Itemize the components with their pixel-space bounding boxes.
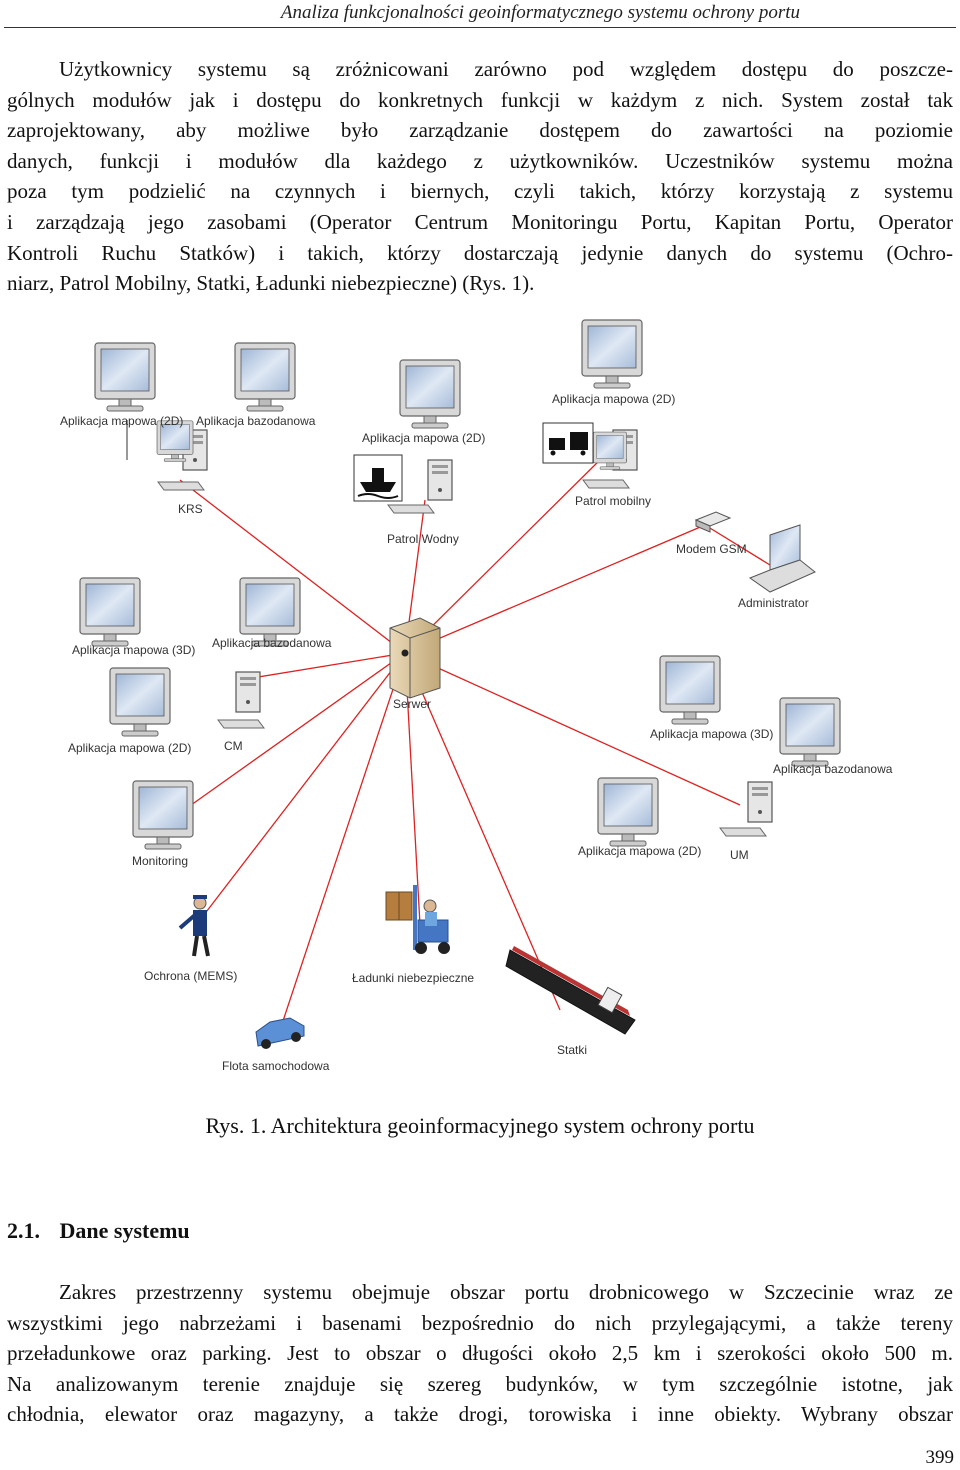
- statki-label: Statki: [557, 1043, 587, 1057]
- paragraph-line: danych, funkcji i modułów dla każdego z …: [7, 148, 953, 173]
- um-label: UM: [730, 848, 749, 862]
- patrol-wodny-label: Patrol Wodny: [387, 532, 459, 546]
- guard-figure: Ochrona (MEMS): [144, 895, 237, 983]
- krs-app-db-label: Aplikacja bazodanowa: [196, 414, 316, 428]
- cm-app-3d-label: Aplikacja mapowa (3D): [72, 643, 195, 657]
- patrol-mobilny-app-label: Aplikacja mapowa (2D): [552, 392, 675, 406]
- paragraph-line: i zarządzają jego zasobami (Operator Cen…: [7, 209, 953, 234]
- administrator-laptop: Administrator: [738, 524, 816, 610]
- header-rule: [4, 27, 956, 28]
- paragraph-line: Na analizowanym terenie znajduje się sze…: [7, 1371, 953, 1396]
- ship-vessel: Statki: [505, 946, 636, 1057]
- monitoring-workstation: Monitoring: [132, 780, 194, 868]
- administrator-label: Administrator: [738, 596, 809, 610]
- paragraph-line: niarz, Patrol Mobilny, Statki, Ładunki n…: [7, 271, 535, 296]
- paragraph-users: Użytkownicy systemu są zróżnicowani zaró…: [7, 54, 953, 299]
- ochrona-label: Ochrona (MEMS): [144, 969, 237, 983]
- paragraph-line: Zakres przestrzenny systemu obejmuje obs…: [59, 1280, 953, 1304]
- paragraph-line: chłodnia, elewator oraz magazyny, a takż…: [7, 1402, 953, 1427]
- figure-caption: Rys. 1. Architektura geoinformacyjnego s…: [205, 1113, 755, 1138]
- um-workstation: Aplikacja mapowa (3D) Aplikacja bazodano…: [578, 655, 893, 862]
- krs-label: KRS: [178, 502, 203, 516]
- paragraph-line: przeładunkowe oraz parking. Jest to obsz…: [7, 1341, 953, 1366]
- connection-lines: [169, 449, 771, 1031]
- paragraph-system-data: Zakres przestrzenny systemu obejmuje obs…: [7, 1277, 953, 1430]
- server-label: Serwer: [393, 697, 431, 711]
- section-title: Dane systemu: [59, 1218, 190, 1243]
- section-heading: 2.1. Dane systemu: [7, 1218, 190, 1244]
- paragraph-line: zaprojektowany, aby możliwe było zarządz…: [7, 118, 953, 143]
- flota-label: Flota samochodowa: [222, 1059, 330, 1073]
- architecture-diagram: Aplikacja mapowa (2D) Aplikacja bazodano…: [60, 319, 893, 1073]
- patrol-wodny-workstation: Aplikacja mapowa (2D) Patrol Wodny: [353, 359, 485, 546]
- modem-label: Modem GSM: [676, 542, 747, 556]
- cm-app-2d-label: Aplikacja mapowa (2D): [68, 741, 191, 755]
- paragraph-line: gólnych modułów jak i dostępu do konkret…: [7, 87, 953, 112]
- modem-gsm: Modem GSM: [676, 511, 747, 556]
- dangerous-cargo-forklift: Ładunki niebezpieczne: [352, 885, 474, 985]
- ship-hull: [360, 482, 396, 492]
- cm-label: CM: [224, 739, 243, 753]
- architecture-figure: Aplikacja mapowa (2D) Aplikacja bazodano…: [0, 310, 960, 1100]
- paragraph-line: poza tym podzielić na czynnych i biernyc…: [7, 179, 953, 204]
- server: Serwer: [389, 617, 441, 711]
- cm-workstation: Aplikacja mapowa (3D) Aplikacja bazodano…: [68, 577, 332, 755]
- um-app-3d-label: Aplikacja mapowa (3D): [650, 727, 773, 741]
- section-number: 2.1.: [7, 1218, 40, 1243]
- krs-app-map-label: Aplikacja mapowa (2D): [60, 414, 183, 428]
- running-title: Analiza funkcjonalności geoinformatyczne…: [280, 2, 800, 23]
- fleet-car: Flota samochodowa: [222, 1017, 330, 1073]
- paragraph-line: Użytkownicy systemu są zróżnicowani zaró…: [59, 57, 953, 81]
- monitoring-label: Monitoring: [132, 854, 188, 868]
- patrol-mobilny-label: Patrol mobilny: [575, 494, 651, 508]
- patrol-mobilny-workstation: Aplikacja mapowa (2D) Patrol mobilny: [542, 319, 675, 508]
- ladunki-label: Ładunki niebezpieczne: [352, 971, 474, 985]
- running-header: Analiza funkcjonalności geoinformatyczne…: [0, 0, 960, 30]
- patrol-wodny-app-label: Aplikacja mapowa (2D): [362, 431, 485, 445]
- um-app-2d-label: Aplikacja mapowa (2D): [578, 844, 701, 858]
- krs-workstation: Aplikacja mapowa (2D) Aplikacja bazodano…: [60, 342, 316, 516]
- paragraph-line: wszystkimi jego nabrzeżami i basenami be…: [7, 1310, 953, 1335]
- page-number: 399: [925, 1447, 955, 1468]
- um-app-db-label: Aplikacja bazodanowa: [773, 762, 893, 776]
- cm-app-db-label: Aplikacja bazodanowa: [212, 636, 332, 650]
- paragraph-line: Kontroli Ruchu Statków) i takich, którzy…: [7, 240, 953, 265]
